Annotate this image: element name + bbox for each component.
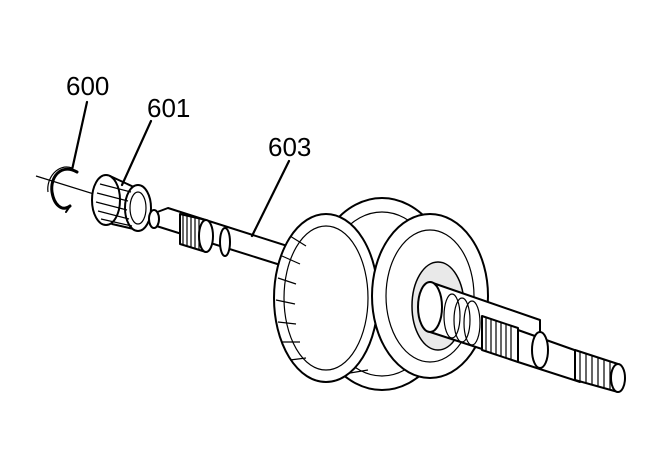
leader-line-600 (70, 100, 89, 172)
callout-600: 600 (66, 71, 109, 101)
rear-shaft (417, 281, 626, 393)
callout-603: 603 (268, 132, 311, 162)
front-helical-gear (273, 213, 379, 383)
callout-601: 601 (147, 93, 190, 123)
front-splines (179, 213, 214, 253)
leader-line-603 (250, 159, 291, 238)
snap-ring-600 (47, 166, 79, 213)
shaft-assembly-603 (148, 197, 626, 393)
leader-line-601 (120, 119, 153, 187)
needle-bearing-601 (91, 174, 152, 232)
